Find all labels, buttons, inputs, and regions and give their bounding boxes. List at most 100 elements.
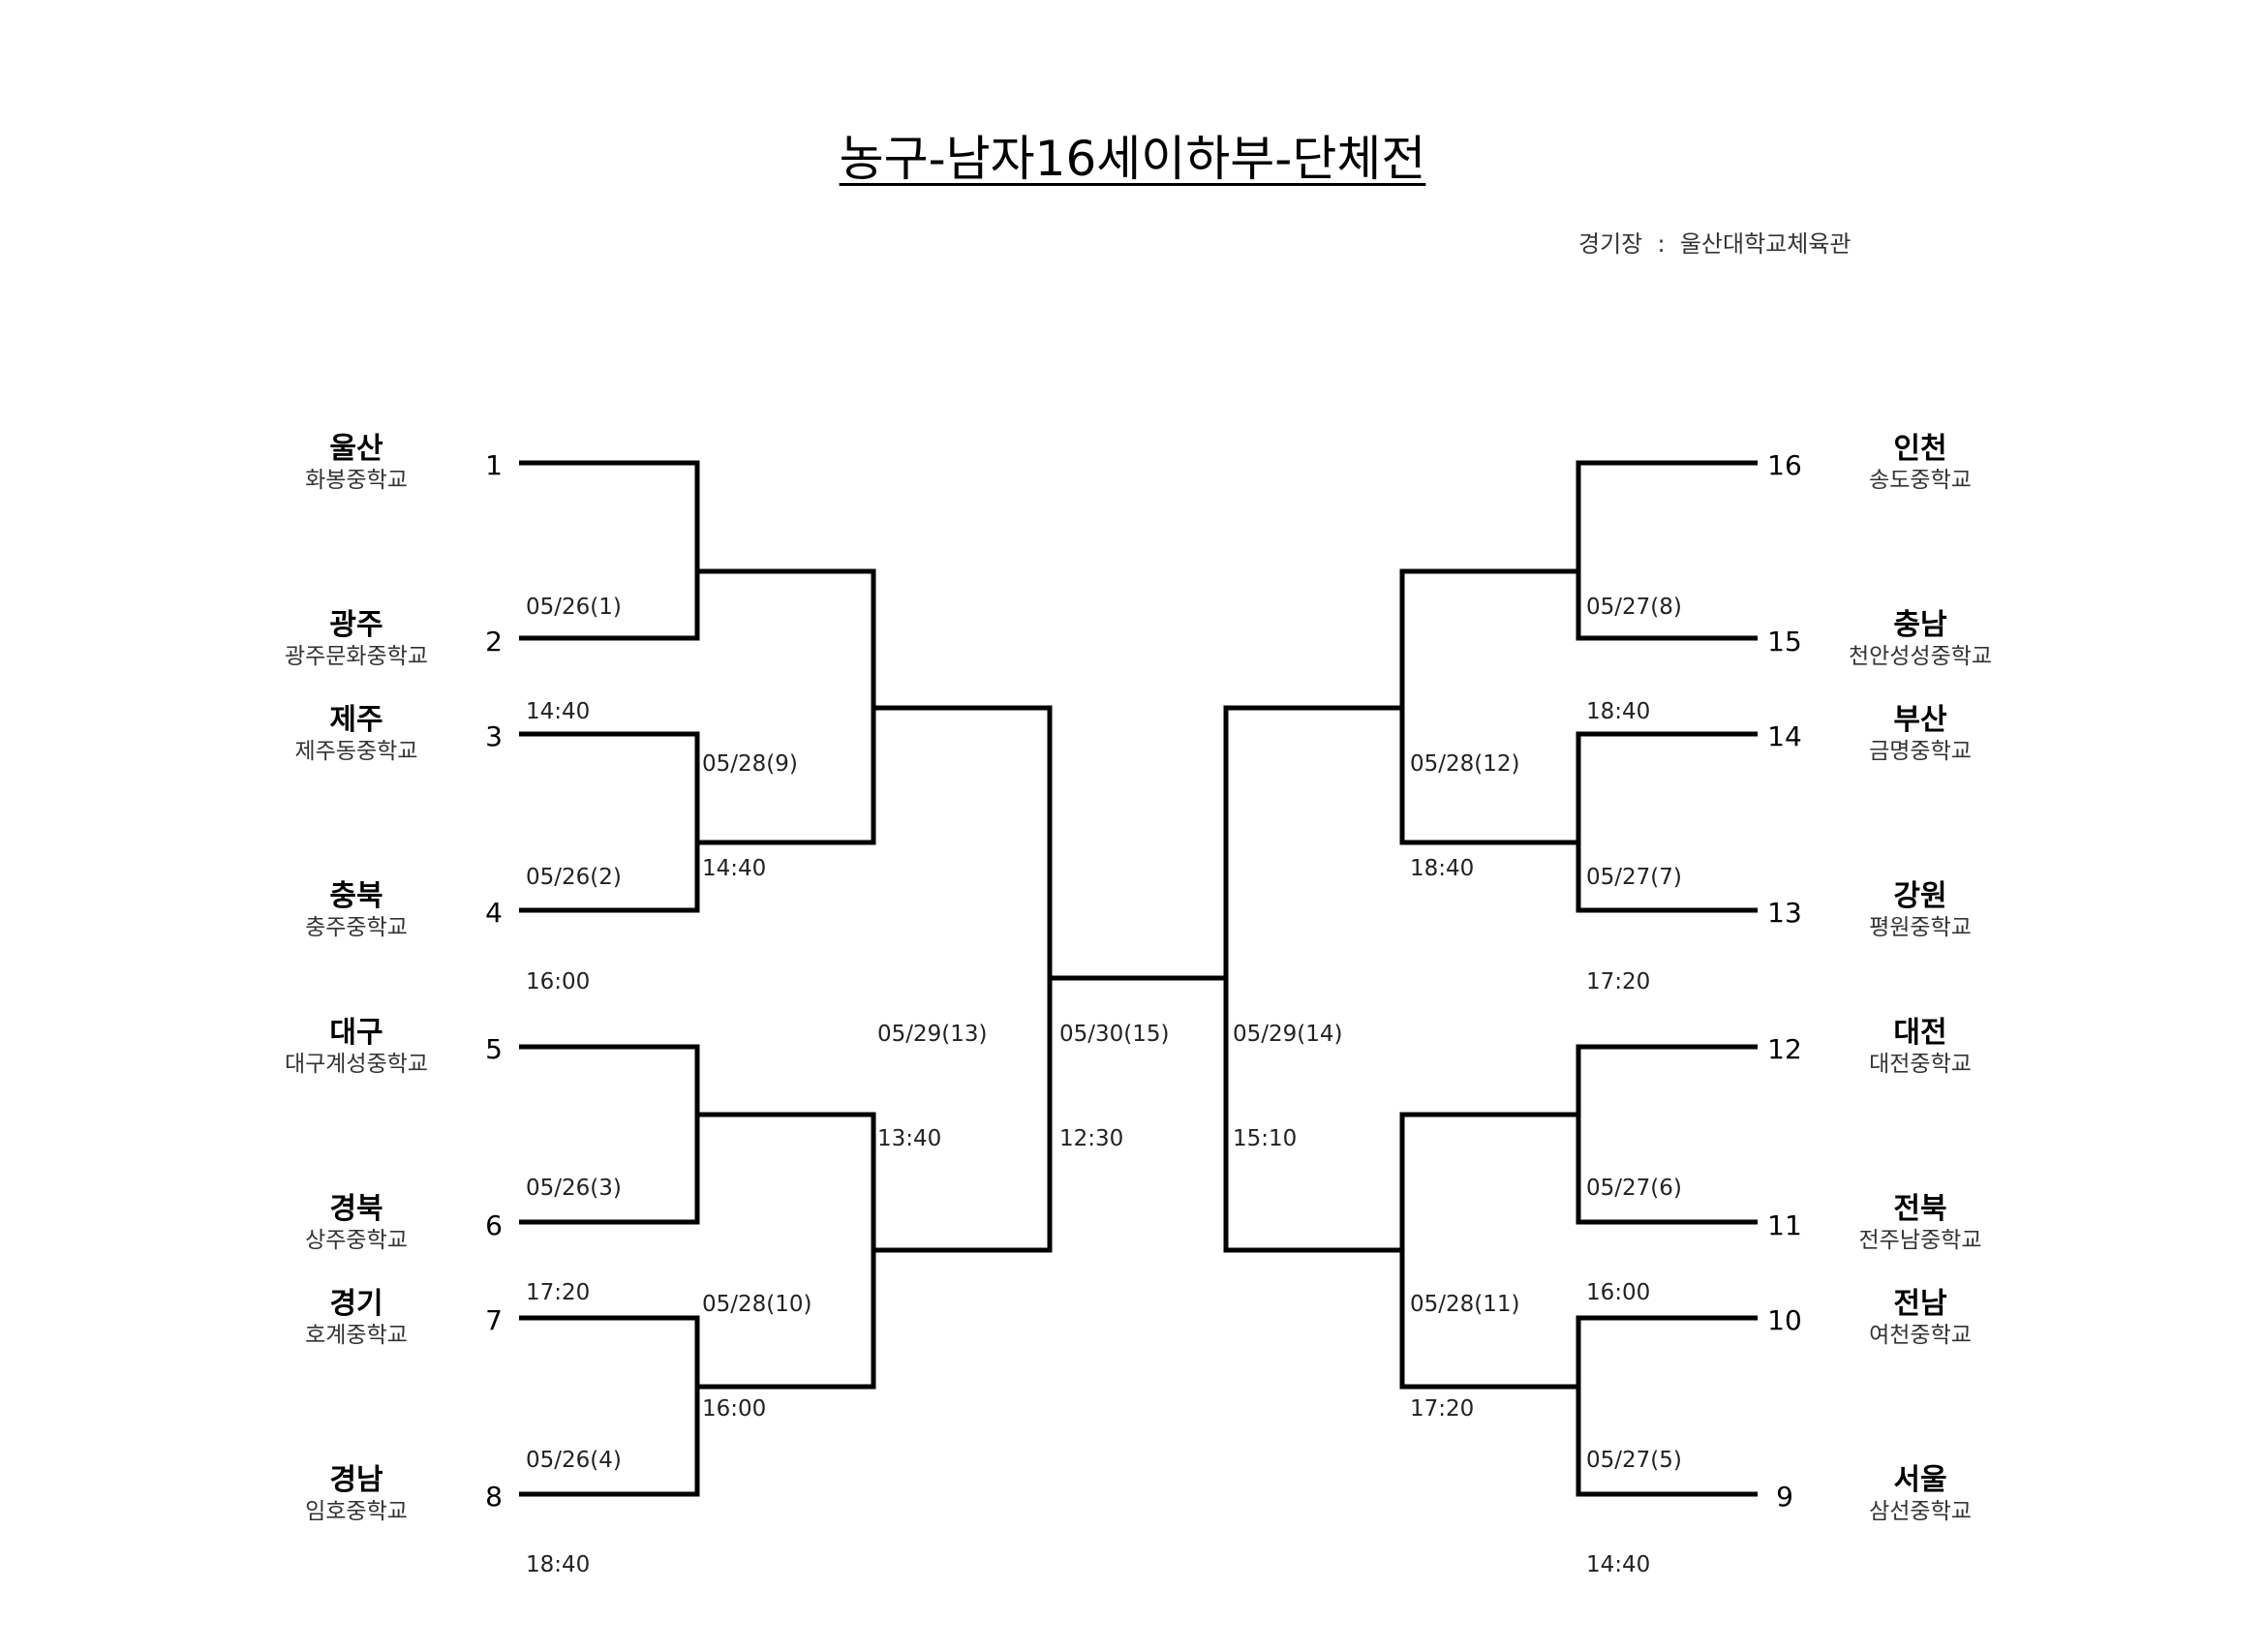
team-entry: 대전 대전중학교 (1814, 1017, 2027, 1079)
bracket-line (1576, 731, 1758, 913)
seed-number: 15 (1767, 626, 1802, 658)
team-region: 울산 (329, 432, 383, 466)
team-school: 여천중학교 (1869, 1323, 1972, 1348)
match-date: 05/29(14) (1233, 1022, 1343, 1047)
match-label: 05/26(2) 16:00 (526, 790, 622, 1069)
match-time: 14:40 (526, 699, 591, 724)
team-entry: 울산 화봉중학교 (250, 433, 463, 495)
match-label: 05/29(14) 15:10 (1233, 947, 1343, 1226)
team-school: 상주중학교 (305, 1228, 408, 1253)
team-entry: 광주 광주문화중학교 (250, 609, 463, 671)
match-date: 05/28(9) (702, 751, 798, 777)
team-entry: 충북 충주중학교 (250, 880, 463, 942)
team-entry: 전북 전주남중학교 (1814, 1193, 2027, 1255)
match-label: 05/27(8) 18:40 (1586, 520, 1682, 799)
team-entry: 대구 대구계성중학교 (250, 1017, 463, 1079)
seed-number: 7 (485, 1304, 503, 1336)
team-school: 충주중학교 (305, 915, 408, 940)
team-entry: 서울 삼선중학교 (1814, 1464, 2027, 1526)
team-school: 임호중학교 (305, 1499, 408, 1524)
bracket-line (1576, 1315, 1758, 1497)
bracket-line (519, 1044, 700, 1225)
match-time: 18:40 (1586, 699, 1651, 724)
seed-number: 1 (485, 449, 503, 481)
seed-number: 5 (485, 1033, 503, 1065)
team-school: 송도중학교 (1869, 468, 1972, 493)
team-region: 충북 (329, 879, 383, 913)
team-entry: 전남 여천중학교 (1814, 1288, 2027, 1350)
bracket-lines (519, 460, 1758, 1497)
team-school: 삼선중학교 (1869, 1499, 1972, 1524)
seed-number: 13 (1767, 897, 1802, 929)
match-date: 05/30(15) (1059, 1022, 1170, 1047)
match-label: 05/27(5) 14:40 (1586, 1373, 1682, 1652)
team-entry: 경기 호계중학교 (250, 1288, 463, 1350)
match-label: 05/29(13) 13:40 (877, 947, 988, 1226)
match-time: 14:40 (1586, 1552, 1651, 1577)
match-time: 18:40 (526, 1552, 591, 1577)
venue-label: 경기장 : 울산대학교체육관 (1578, 230, 1852, 258)
team-region: 전남 (1893, 1287, 1947, 1321)
team-region: 대구 (329, 1016, 383, 1050)
team-entry: 강원 평원중학교 (1814, 880, 2027, 942)
seed-number: 9 (1776, 1481, 1793, 1513)
team-region: 광주 (329, 608, 383, 642)
match-time: 17:20 (1586, 969, 1651, 994)
team-entry: 부산 금명중학교 (1814, 704, 2027, 766)
team-region: 강원 (1893, 879, 1947, 913)
match-date: 05/28(11) (1410, 1292, 1520, 1317)
team-region: 경북 (329, 1192, 383, 1226)
match-label: 05/26(4) 18:40 (526, 1373, 622, 1652)
team-school: 호계중학교 (305, 1323, 408, 1348)
team-school: 천안성성중학교 (1848, 644, 1993, 669)
team-region: 부산 (1893, 703, 1947, 737)
seed-number: 2 (485, 626, 503, 658)
bracket-line (1223, 705, 1402, 1253)
match-date: 05/27(6) (1586, 1176, 1682, 1201)
match-time: 12:30 (1059, 1126, 1124, 1151)
team-region: 전북 (1893, 1192, 1947, 1226)
team-entry: 인천 송도중학교 (1814, 433, 2027, 495)
team-region: 대전 (1893, 1016, 1947, 1050)
match-date: 05/26(1) (526, 595, 622, 620)
team-entry: 제주 제주동중학교 (250, 704, 463, 766)
match-date: 05/28(10) (702, 1292, 812, 1317)
match-time: 16:00 (1586, 1280, 1651, 1305)
bracket-line (519, 1315, 700, 1497)
match-label: 05/28(10) 16:00 (702, 1217, 812, 1496)
match-time: 14:40 (702, 856, 767, 881)
match-label: 05/26(1) 14:40 (526, 520, 622, 799)
team-school: 제주동중학교 (294, 739, 418, 764)
match-date: 05/26(3) (526, 1176, 622, 1201)
seed-number: 10 (1767, 1304, 1802, 1336)
bracket-line (519, 460, 700, 641)
match-time: 18:40 (1410, 856, 1475, 881)
team-school: 화봉중학교 (305, 468, 408, 493)
bracket-line (1576, 460, 1758, 641)
match-date: 05/28(12) (1410, 751, 1520, 777)
match-label: 05/27(6) 16:00 (1586, 1101, 1682, 1380)
team-entry: 경북 상주중학교 (250, 1193, 463, 1255)
match-date: 05/29(13) (877, 1022, 988, 1047)
match-time: 13:40 (877, 1126, 942, 1151)
bracket-line (1576, 1044, 1758, 1225)
team-region: 서울 (1893, 1463, 1947, 1497)
team-school: 대구계성중학교 (284, 1052, 429, 1077)
team-region: 제주 (329, 703, 383, 737)
seed-number: 4 (485, 897, 503, 929)
bracket-line (519, 731, 700, 913)
team-school: 평원중학교 (1869, 915, 1972, 940)
team-school: 광주문화중학교 (284, 644, 429, 669)
team-entry: 충남 천안성성중학교 (1814, 609, 2027, 671)
match-time: 16:00 (526, 969, 591, 994)
team-school: 대전중학교 (1869, 1052, 1972, 1077)
page-title: 농구-남자16세이하부-단체전 (839, 131, 1426, 187)
team-school: 금명중학교 (1869, 739, 1972, 764)
seed-number: 11 (1767, 1209, 1802, 1241)
match-date: 05/27(7) (1586, 865, 1682, 890)
match-time: 17:20 (1410, 1396, 1475, 1422)
team-region: 경기 (329, 1287, 383, 1321)
seed-number: 12 (1767, 1033, 1802, 1065)
match-label: 05/28(12) 18:40 (1410, 677, 1520, 956)
bracket-line (1399, 1112, 1578, 1390)
